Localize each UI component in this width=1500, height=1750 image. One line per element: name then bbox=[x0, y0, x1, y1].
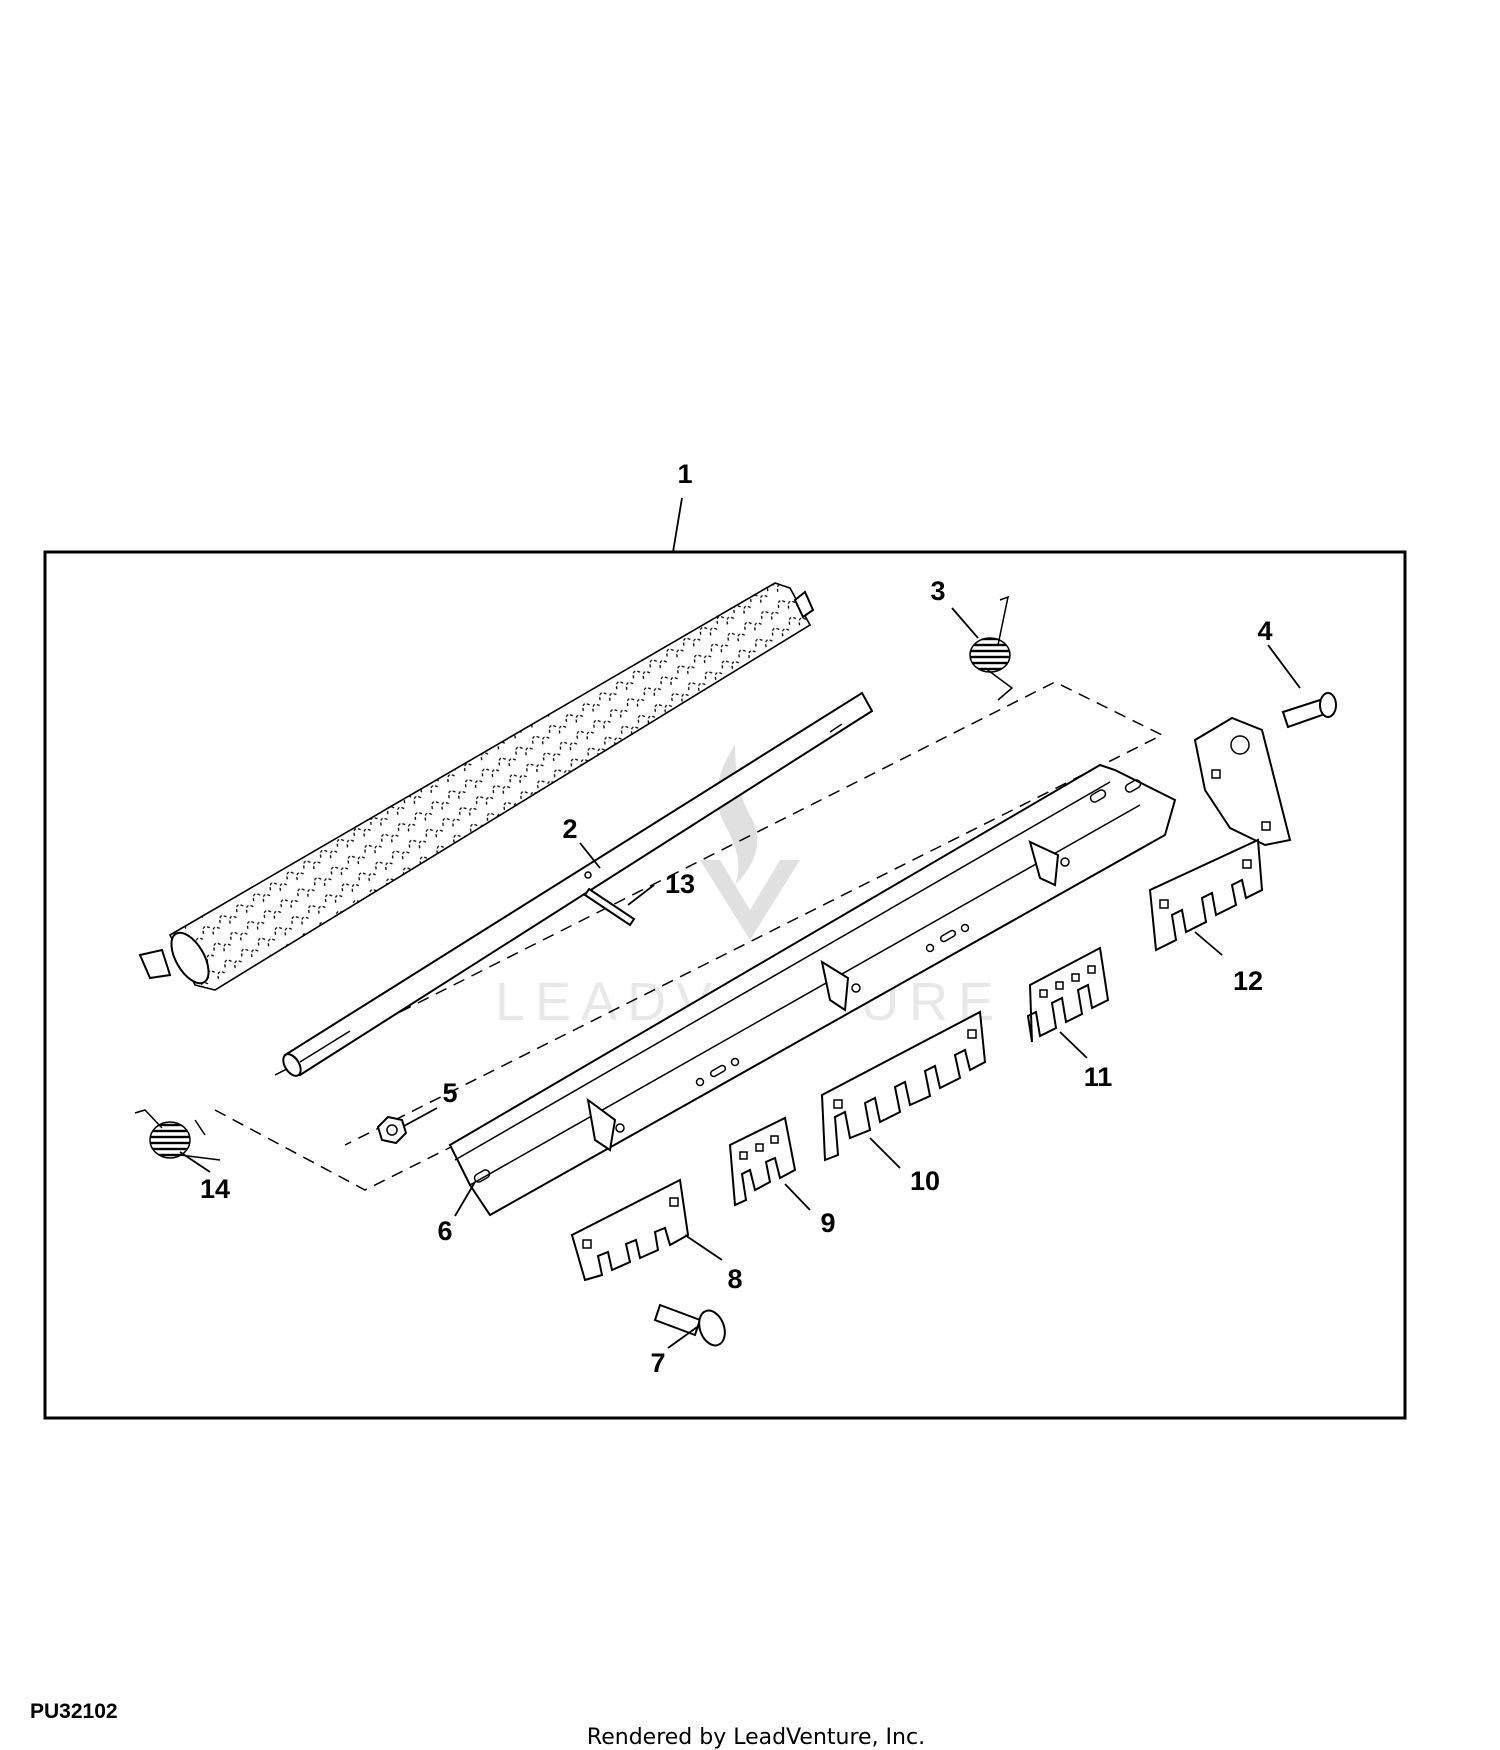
mounting-bracket bbox=[448, 763, 1177, 1217]
leader-11 bbox=[1059, 1031, 1088, 1059]
torsion-spring-upper bbox=[969, 595, 1014, 701]
callout-2: 2 bbox=[562, 814, 577, 844]
leader-13 bbox=[627, 884, 655, 906]
scraper-plate-12 bbox=[1148, 838, 1264, 952]
torsion-spring-lower bbox=[134, 1109, 221, 1161]
figure-id: PU32102 bbox=[30, 1700, 118, 1723]
scraper-plate-10 bbox=[820, 1010, 987, 1162]
carriage-bolt bbox=[653, 1303, 726, 1347]
leader-5 bbox=[403, 1107, 438, 1127]
leader-10 bbox=[869, 1137, 901, 1169]
callout-labels: 1 2 3 4 5 6 7 8 9 10 11 12 13 14 bbox=[200, 459, 1273, 1378]
callout-10: 10 bbox=[910, 1166, 940, 1196]
callout-13: 13 bbox=[665, 869, 695, 899]
callout-11: 11 bbox=[1084, 1062, 1113, 1092]
group-outline-lower bbox=[214, 1109, 456, 1191]
group-outline-upper bbox=[274, 681, 1164, 1146]
leader-8 bbox=[684, 1234, 723, 1261]
scraper-plate-8 bbox=[570, 1178, 690, 1282]
leader-7 bbox=[667, 1324, 701, 1349]
callout-4: 4 bbox=[1257, 616, 1272, 646]
callout-6: 6 bbox=[437, 1216, 452, 1246]
callout-9: 9 bbox=[820, 1208, 835, 1238]
shaft bbox=[282, 691, 874, 1077]
leader-1 bbox=[672, 497, 683, 553]
leader-12 bbox=[1194, 931, 1223, 956]
rendered-by-footer: Rendered by LeadVenture, Inc. bbox=[587, 1725, 925, 1750]
roll-pin bbox=[583, 871, 636, 927]
flange-plate bbox=[1193, 716, 1292, 847]
callout-1: 1 bbox=[677, 459, 692, 489]
leader-2 bbox=[579, 842, 601, 869]
leader-6 bbox=[454, 1181, 476, 1217]
callout-5: 5 bbox=[442, 1078, 457, 1108]
leader-9 bbox=[784, 1183, 811, 1211]
scraper-plate-9 bbox=[728, 1116, 797, 1207]
callout-3: 3 bbox=[930, 576, 945, 606]
leader-lines bbox=[179, 497, 1301, 1349]
leader-3 bbox=[951, 607, 979, 639]
leader-4 bbox=[1267, 644, 1301, 689]
assembly-frame bbox=[43, 550, 1407, 1420]
callout-12: 12 bbox=[1233, 966, 1263, 996]
callout-8: 8 bbox=[727, 1264, 742, 1294]
hex-nut bbox=[376, 1115, 408, 1145]
callout-7: 7 bbox=[650, 1348, 665, 1378]
scraper-plate-11 bbox=[1026, 946, 1110, 1043]
callout-14: 14 bbox=[200, 1174, 230, 1204]
leader-14 bbox=[179, 1151, 211, 1173]
bolt-upper bbox=[1281, 692, 1337, 729]
brush-roller bbox=[138, 582, 815, 991]
